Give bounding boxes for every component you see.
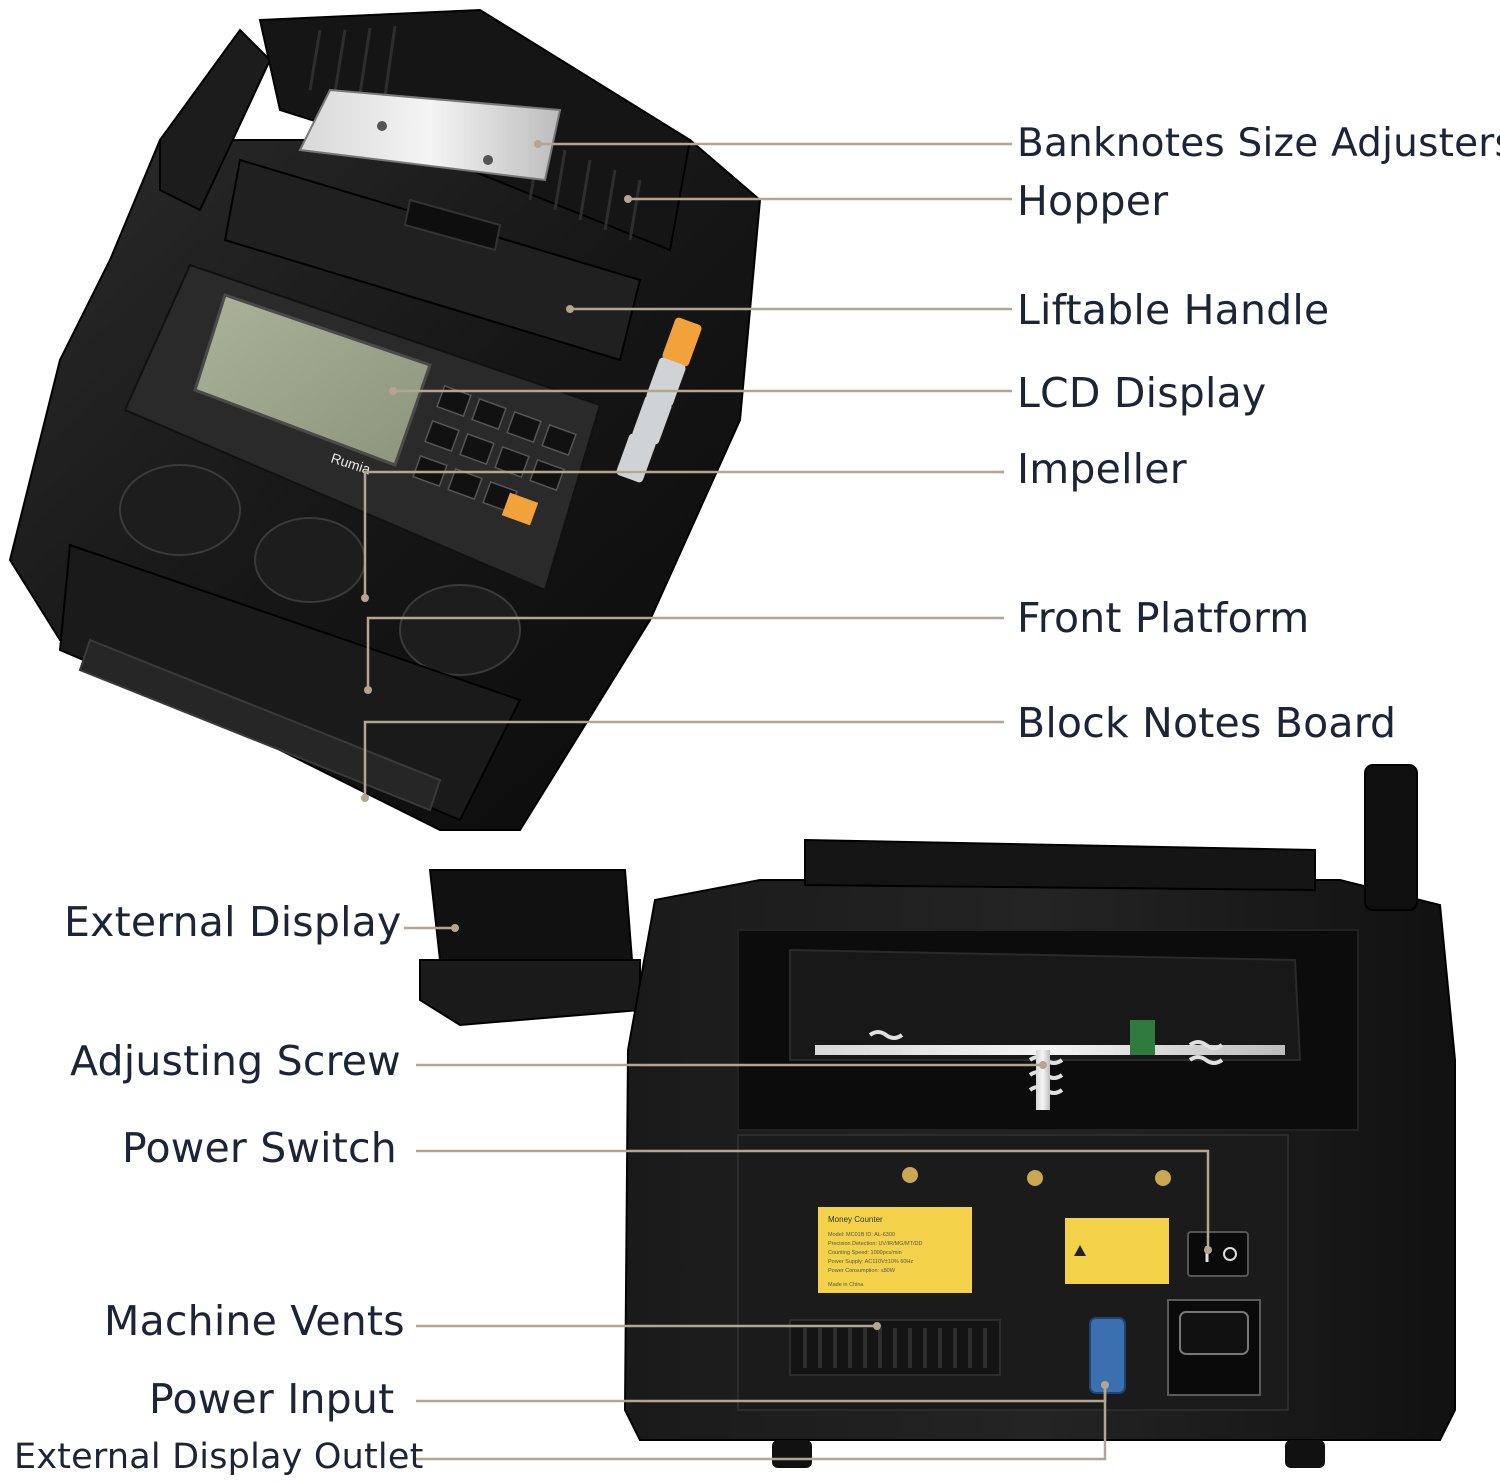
money-counter-top-view: Rumia: [8, 8, 762, 831]
info-sticker-title: Money Counter: [828, 1215, 883, 1224]
switch-off-mark: [1223, 1247, 1237, 1261]
power-switch: [1187, 1231, 1249, 1277]
external-display-unit: [419, 869, 641, 1027]
left-side-mount: [159, 28, 272, 212]
lcd-screen: [193, 293, 432, 467]
info-sticker: [818, 1207, 972, 1293]
leader-front-platform: [366, 616, 1004, 690]
label-power-switch: Power Switch: [122, 1124, 397, 1172]
label-liftable-handle: Liftable Handle: [1017, 286, 1330, 334]
label-block-notes-board: Block Notes Board: [1017, 699, 1397, 747]
adjuster-screw: [377, 121, 387, 131]
info-sticker-footer: Made in China: [828, 1282, 864, 1288]
label-front-platform: Front Platform: [1017, 594, 1310, 642]
label-banknotes-size-adjusters: Banknotes Size Adjusters: [1017, 121, 1500, 166]
sensor-board: [1130, 1020, 1155, 1055]
panel-screw: [1155, 1170, 1171, 1186]
warning-triangle-icon: [1074, 1245, 1086, 1256]
adjusting-screw: [1036, 1050, 1050, 1110]
vent-slots: [803, 1328, 987, 1368]
front-platform: [58, 543, 522, 822]
display-pole: [1364, 764, 1418, 911]
leader-power-switch: [416, 1149, 1210, 1250]
leader-external-display-outlet: [414, 1385, 1107, 1461]
money-counter-rear-view: Money Counter Model: MC01B ID: AL-6300 P…: [623, 764, 1456, 1468]
external-display-screen: [428, 869, 634, 961]
block-notes-board: [78, 638, 442, 812]
side-keys: [616, 317, 702, 483]
external-display-outlet-port: [1089, 1317, 1126, 1394]
rear-top-tray: [804, 838, 1316, 892]
external-display-stand: [419, 959, 641, 1027]
start-key: [501, 492, 539, 526]
leader-lines: [363, 142, 1210, 1461]
label-hopper: Hopper: [1017, 177, 1169, 225]
leader-block-notes-board: [363, 720, 1004, 798]
mechanism-plate: [789, 948, 1302, 1061]
info-sticker-line: Counting Speed: 1000pcs/min: [828, 1250, 902, 1256]
panel-screw: [902, 1167, 918, 1183]
panel-screw: [1027, 1170, 1043, 1186]
info-sticker-line: Precision Detection: UV/IR/MG/MT/DD: [828, 1241, 922, 1247]
leader-impeller: [363, 470, 1004, 598]
info-sticker-line: Model: MC01B ID: AL-6300: [828, 1232, 895, 1238]
handle-grip: [403, 198, 502, 252]
rear-foot: [772, 1440, 812, 1468]
label-external-display-outlet: External Display Outlet: [14, 1437, 424, 1477]
liftable-handle: [223, 158, 642, 362]
iec-socket: [1179, 1311, 1249, 1355]
adjuster-screw: [483, 155, 493, 165]
label-power-input: Power Input: [149, 1375, 395, 1423]
info-sticker-line: Power Supply: AC110V±10% 60Hz: [828, 1259, 913, 1265]
leader-dots: [361, 140, 1212, 1389]
label-lcd-display: LCD Display: [1017, 369, 1267, 417]
rear-foot: [1285, 1440, 1325, 1468]
impeller-rollers: [119, 464, 521, 676]
label-adjusting-screw: Adjusting Screw: [70, 1037, 401, 1085]
size-adjuster-plate: [298, 88, 562, 182]
label-impeller: Impeller: [1017, 445, 1187, 493]
info-sticker-line: Power Consumption: ≤80W: [828, 1268, 896, 1274]
label-external-display: External Display: [64, 898, 402, 946]
label-machine-vents: Machine Vents: [104, 1297, 405, 1345]
